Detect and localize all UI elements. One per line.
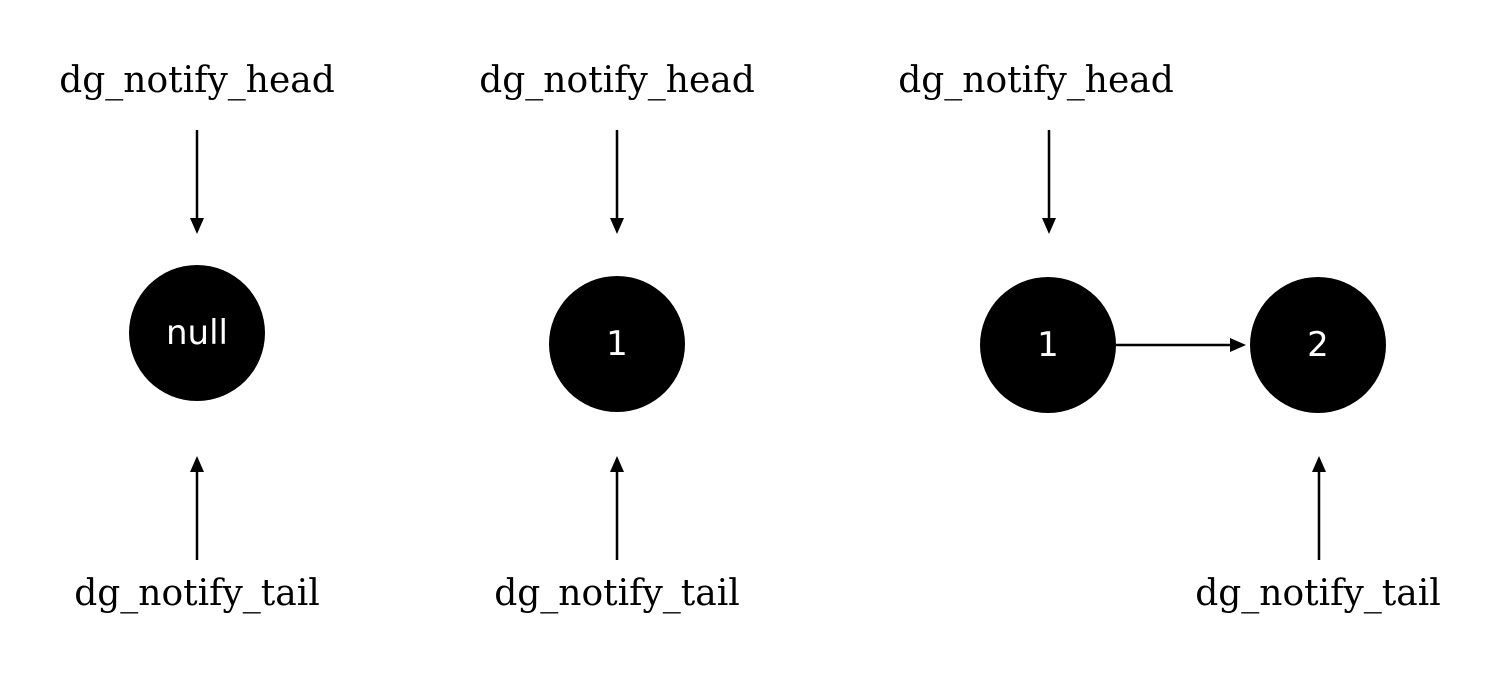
panel-single-node: dg_notify_head 1 dg_notify_tail [479,60,755,614]
head-arrow [610,130,624,234]
head-arrow [190,130,204,234]
head-pointer-label: dg_notify_head [479,60,755,101]
node-value: 2 [1307,325,1329,365]
tail-pointer-label: dg_notify_tail [74,573,320,614]
panel-empty-list: dg_notify_head null dg_notify_tail [59,60,335,614]
head-pointer-label: dg_notify_head [898,60,1174,101]
tail-arrow [610,456,624,560]
list-node [129,265,265,401]
node-value: null [166,313,228,353]
head-arrow [1042,130,1056,234]
tail-pointer-label: dg_notify_tail [1195,573,1441,614]
list-node [980,277,1116,413]
head-pointer-label: dg_notify_head [59,60,335,101]
panel-two-nodes: dg_notify_head 1 2 dg_notify_tail [898,60,1441,614]
tail-arrow [190,456,204,560]
tail-pointer-label: dg_notify_tail [494,573,740,614]
next-link-arrow [1116,338,1246,352]
list-node [1250,277,1386,413]
tail-arrow [1312,456,1326,560]
node-value: 1 [606,324,628,364]
list-node [549,276,685,412]
node-value: 1 [1037,325,1059,365]
